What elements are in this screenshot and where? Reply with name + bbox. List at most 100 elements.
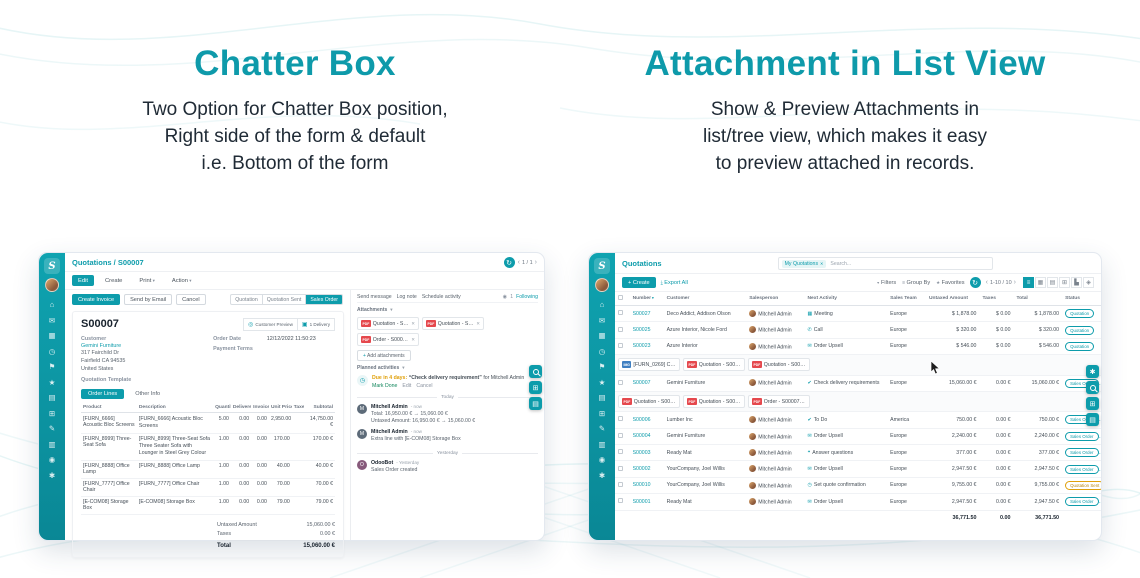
description-cell[interactable]: [FURN_7777] Office Chair xyxy=(136,478,214,497)
cancel-button[interactable]: Cancel xyxy=(176,294,206,305)
pager-next-icon[interactable] xyxy=(535,259,537,266)
send-by-email-button[interactable]: Send by Email xyxy=(124,294,173,305)
attachment-chip[interactable]: PDF Quotation - S00023.pdf xyxy=(683,358,745,372)
column-sales-team[interactable]: Sales Team xyxy=(887,292,926,306)
column-untaxed[interactable]: Untaxed Amount xyxy=(926,292,980,306)
activity-icon[interactable] xyxy=(808,327,812,333)
sidebar-menu-icon[interactable] xyxy=(50,298,55,312)
quantity-cell[interactable]: 1.00 xyxy=(213,496,231,515)
remove-attachment-icon[interactable] xyxy=(411,321,415,327)
sidebar-menu-icon[interactable] xyxy=(49,360,56,374)
unit-price-cell[interactable]: 170.00 xyxy=(268,433,292,461)
taxes-cell[interactable] xyxy=(291,496,305,515)
row-checkbox[interactable] xyxy=(618,416,623,422)
sidebar-menu-icon[interactable] xyxy=(48,329,55,343)
sidebar-menu-icon[interactable] xyxy=(48,391,55,405)
docs-fab-button[interactable]: ▤ xyxy=(1086,413,1099,426)
follower-count[interactable]: 1 xyxy=(510,294,514,300)
sidebar-menu-icon[interactable] xyxy=(49,469,55,483)
schedule-activity-button[interactable]: Schedule activity xyxy=(421,294,461,300)
sidebar-menu-icon[interactable] xyxy=(49,422,55,436)
delivered-cell[interactable]: 0.00 xyxy=(230,478,252,497)
taxes-cell[interactable] xyxy=(291,478,305,497)
sidebar-menu-icon[interactable] xyxy=(599,314,605,328)
search-fab-button[interactable] xyxy=(529,365,542,378)
attachment-chip[interactable]: PDF Order - S00007.pdf xyxy=(748,395,810,409)
create-button[interactable]: Create xyxy=(622,277,656,288)
sidebar-menu-icon[interactable] xyxy=(49,345,56,359)
quotation-number[interactable]: S00007 xyxy=(632,380,651,387)
pager-next-icon[interactable] xyxy=(1014,279,1016,286)
quotation-row[interactable]: S00001 Ready Mat Mitchell Admin Order Up… xyxy=(615,493,1101,511)
quotation-number[interactable]: S00006 xyxy=(632,416,651,423)
invoiced-cell[interactable]: 0.00 xyxy=(251,433,269,461)
pager-previous-icon[interactable] xyxy=(986,279,988,286)
print-menu-button[interactable]: Print xyxy=(133,275,160,286)
settings-fab-button[interactable]: ✱ xyxy=(1086,365,1099,378)
product-cell[interactable]: [FURN_8888] Office Lamp xyxy=(81,460,137,479)
apps-grid-fab-button[interactable]: ⊞ xyxy=(529,381,542,394)
quotation-row[interactable]: S00027 Deco Addict, Addison Olson Mitche… xyxy=(615,305,1101,323)
status-step-quotation[interactable]: Quotation xyxy=(235,296,258,303)
select-all-checkbox[interactable] xyxy=(618,295,623,300)
chatter-message[interactable]: M Mitchell Admin - now Total: 16,950.00 … xyxy=(357,403,538,426)
quotation-number[interactable]: S00025 xyxy=(632,327,651,334)
column-salesperson[interactable]: Salesperson xyxy=(746,292,805,306)
unit-price-cell[interactable]: 70.00 xyxy=(268,478,292,497)
sidebar-menu-icon[interactable] xyxy=(49,407,55,421)
filters-button[interactable]: Filters xyxy=(876,280,896,286)
status-step-sales-order[interactable]: Sales Order xyxy=(305,295,342,304)
planned-activities-header[interactable]: Planned activities xyxy=(357,365,538,371)
quotation-number[interactable]: S00010 xyxy=(632,482,651,489)
sidebar-menu-icon[interactable] xyxy=(599,469,605,483)
sidebar-menu-icon[interactable] xyxy=(599,422,605,436)
product-cell[interactable]: [E-COM08] Storage Box xyxy=(81,496,137,515)
sidebar-menu-icon[interactable] xyxy=(598,329,605,343)
activity-icon[interactable] xyxy=(808,499,812,505)
sidebar-menu-icon[interactable] xyxy=(49,376,56,390)
activity-icon[interactable] xyxy=(808,311,813,317)
create-button[interactable]: Create xyxy=(105,277,123,284)
app-logo[interactable]: S xyxy=(594,258,610,274)
quotation-number[interactable]: S00003 xyxy=(632,449,651,456)
docs-fab-button[interactable]: ▤ xyxy=(529,397,542,410)
breadcrumb[interactable]: Quotations / S00007 xyxy=(72,258,144,267)
sidebar-menu-icon[interactable] xyxy=(600,298,605,312)
export-all-button[interactable]: Export All xyxy=(661,280,688,286)
status-step-quotation-sent[interactable]: Quotation Sent xyxy=(261,295,306,304)
quantity-cell[interactable]: 1.00 xyxy=(213,478,231,497)
search-facet[interactable]: My Quotations xyxy=(781,259,827,268)
sidebar-menu-icon[interactable] xyxy=(598,438,605,452)
column-next-activity[interactable]: Next Activity xyxy=(804,292,888,306)
activity-icon[interactable] xyxy=(808,417,812,423)
send-message-button[interactable]: Send message xyxy=(357,294,392,300)
customer-link[interactable]: Gemini Furniture xyxy=(81,343,122,349)
sidebar-menu-icon[interactable] xyxy=(599,407,605,421)
add-attachments-button[interactable]: Add attachments xyxy=(357,350,411,361)
description-cell[interactable]: [FURN_8888] Office Lamp xyxy=(136,460,214,479)
customer-preview-button[interactable]: ◎ Customer Preview xyxy=(243,318,298,331)
quotation-row[interactable]: S00006 Lumber Inc Mitchell Admin To Do A… xyxy=(615,411,1101,429)
quotation-number[interactable]: S00023 xyxy=(632,343,651,350)
sidebar-menu-icon[interactable] xyxy=(599,376,606,390)
view-switcher-icon[interactable] xyxy=(1071,277,1082,288)
column-number[interactable]: Number xyxy=(629,292,664,306)
sidebar-menu-icon[interactable] xyxy=(599,345,606,359)
user-avatar[interactable] xyxy=(595,278,609,292)
quotation-row[interactable]: S00007 Gemini Furniture Mitchell Admin C… xyxy=(615,375,1101,392)
activity-cancel-button[interactable]: Cancel xyxy=(416,383,433,390)
mark-done-button[interactable]: Mark Done xyxy=(372,383,398,390)
activity-icon[interactable] xyxy=(808,380,812,386)
remove-attachment-icon[interactable] xyxy=(411,337,415,343)
quotation-number[interactable]: S00027 xyxy=(632,310,651,317)
invoiced-cell[interactable]: 0.00 xyxy=(251,412,269,434)
quantity-cell[interactable]: 1.00 xyxy=(213,433,231,461)
edit-button[interactable]: Edit xyxy=(72,275,94,286)
order-line-row[interactable]: [FURN_8999] Three-Seat Sofa [FURN_8999] … xyxy=(81,433,335,461)
attachment-chip[interactable]: PDF Order - S00007.pdf xyxy=(357,333,419,346)
quotation-row[interactable]: S00002 YourCompany, Joel Willis Mitchell… xyxy=(615,460,1101,478)
activity-icon[interactable] xyxy=(808,343,812,349)
row-checkbox[interactable] xyxy=(618,379,623,385)
row-checkbox[interactable] xyxy=(618,326,623,332)
attachment-chip[interactable]: PDF Quotation - S00023.pdf xyxy=(618,395,680,409)
